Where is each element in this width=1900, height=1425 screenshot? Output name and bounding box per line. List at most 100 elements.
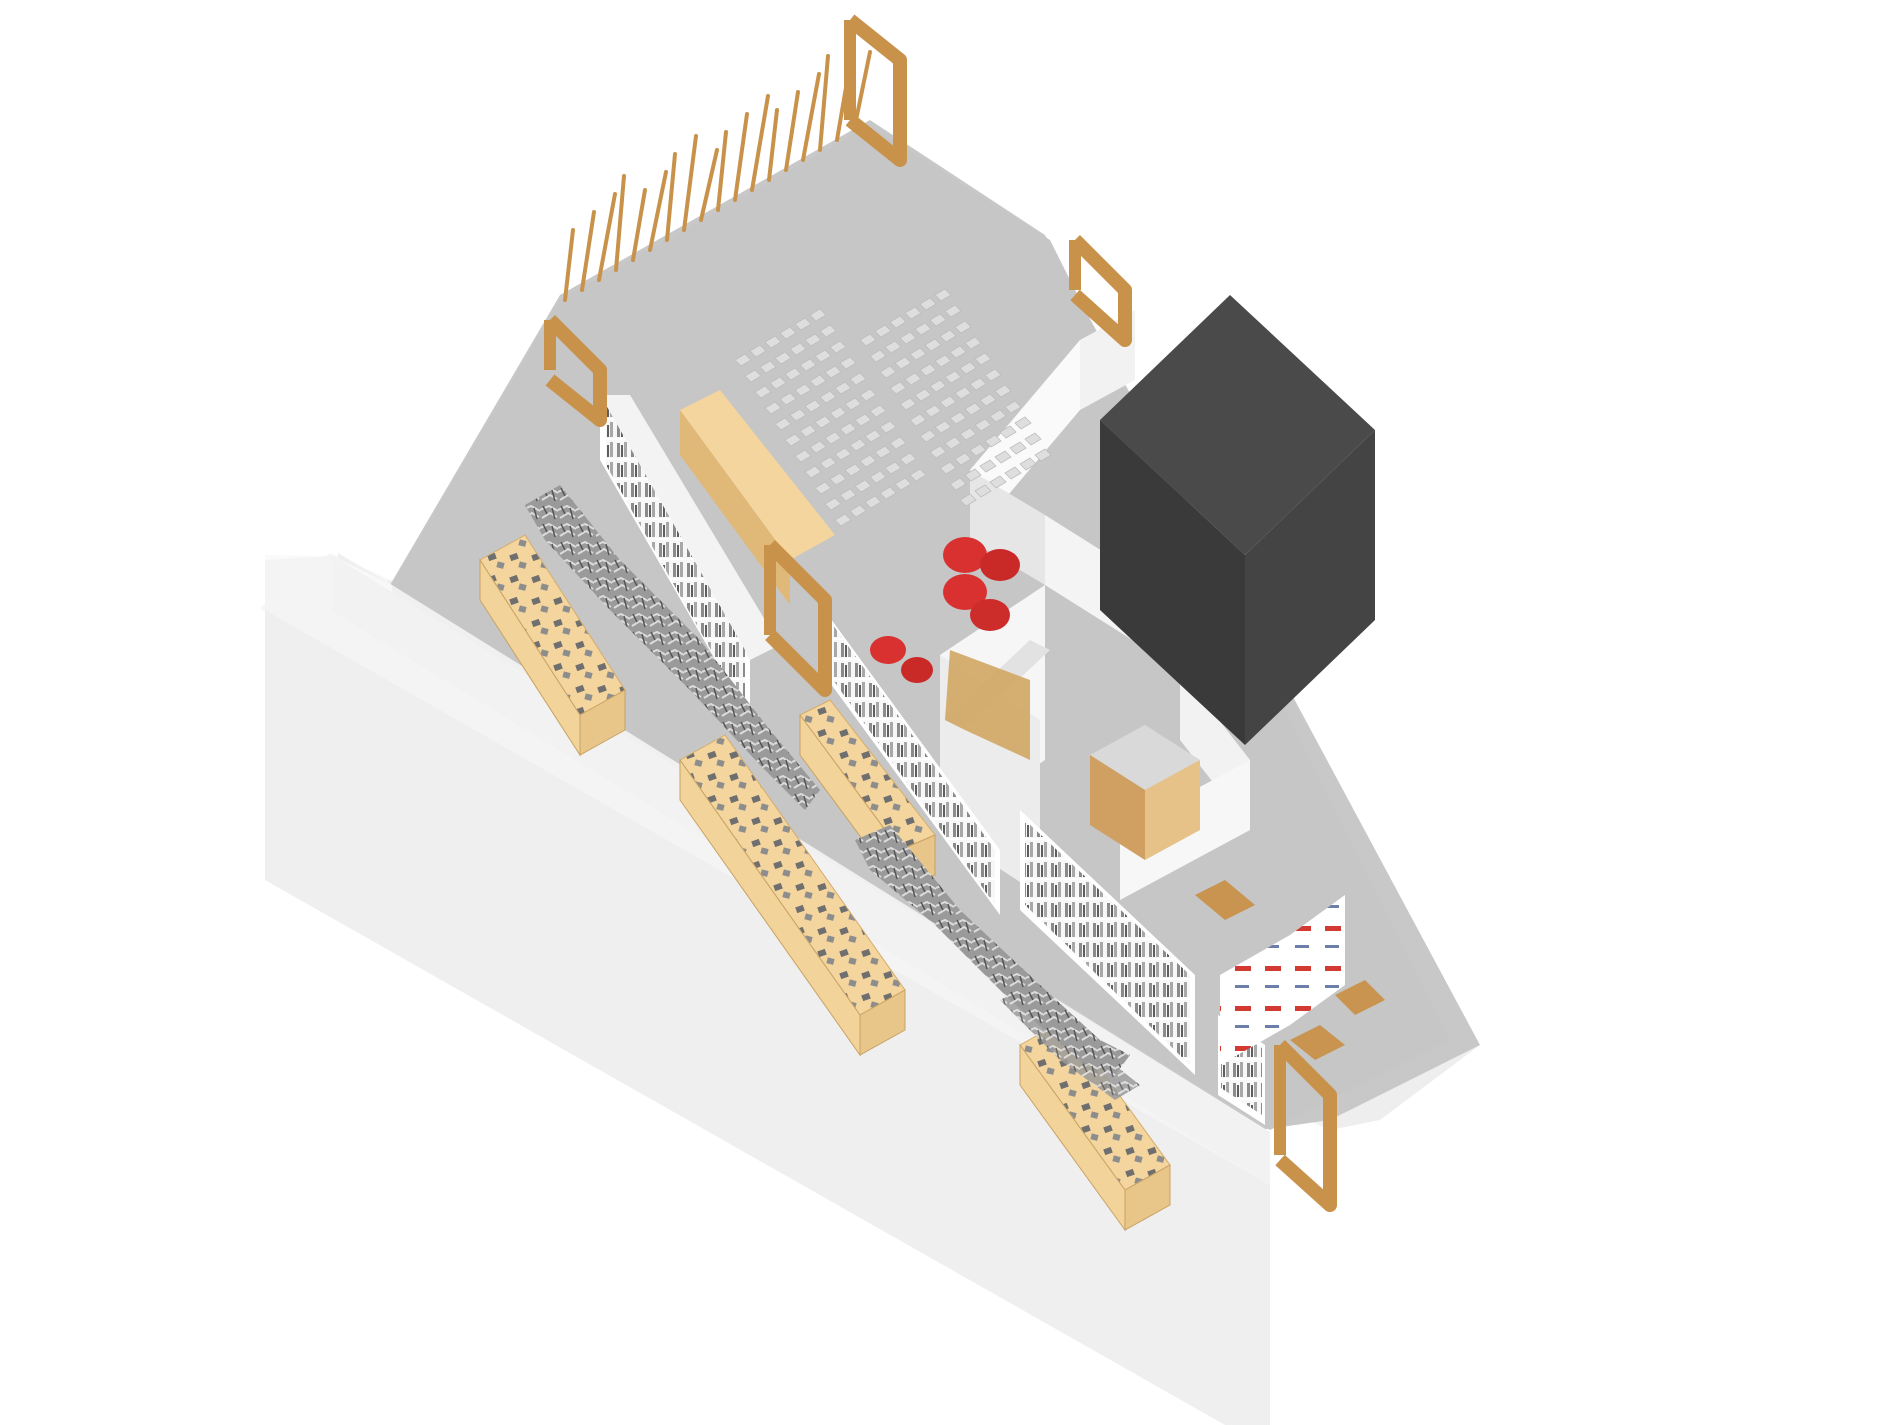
chair	[839, 488, 857, 502]
chair	[939, 329, 957, 343]
chair	[854, 413, 872, 427]
chair	[809, 308, 827, 322]
chair	[904, 306, 922, 320]
chair	[819, 390, 837, 404]
chair	[799, 424, 817, 438]
timber-slat	[801, 72, 821, 162]
display-table-front	[859, 989, 906, 1056]
chair	[829, 406, 847, 420]
cafe-table	[1290, 1025, 1345, 1060]
chair	[804, 333, 822, 347]
chair	[929, 313, 947, 327]
chair	[919, 429, 937, 443]
timber-slat	[580, 210, 596, 292]
chair	[889, 436, 907, 450]
chair	[924, 404, 942, 418]
chair	[944, 304, 962, 318]
chair	[909, 413, 927, 427]
timber-slat	[818, 54, 830, 152]
chair	[859, 388, 877, 402]
chair	[1024, 432, 1042, 446]
chair	[814, 349, 832, 363]
chair	[974, 484, 992, 498]
chair	[899, 331, 917, 345]
beanbag	[943, 574, 987, 610]
chair	[924, 338, 942, 352]
brand-wall	[1290, 895, 1345, 1025]
chair	[954, 452, 972, 466]
chair	[989, 475, 1007, 489]
chair	[914, 388, 932, 402]
chair	[824, 365, 842, 379]
chair	[994, 384, 1012, 398]
chair	[774, 351, 792, 365]
chair	[834, 447, 852, 461]
chair	[824, 497, 842, 511]
bookshelf-run-upper	[600, 395, 780, 720]
timber-slat	[614, 174, 626, 272]
chair	[1004, 466, 1022, 480]
chair	[764, 401, 782, 415]
brand-wall-side	[1220, 935, 1290, 1065]
chair	[944, 436, 962, 450]
chair	[834, 381, 852, 395]
chair	[859, 454, 877, 468]
chair	[1034, 448, 1052, 462]
chair	[934, 354, 952, 368]
chair	[929, 379, 947, 393]
timber-slat	[699, 148, 719, 222]
chair	[874, 445, 892, 459]
book-sculptures	[525, 485, 1140, 1100]
timber-slat	[767, 108, 779, 182]
timber-slat	[733, 112, 749, 202]
chair	[829, 472, 847, 486]
chair	[929, 445, 947, 459]
chair	[1004, 400, 1022, 414]
timber-slat	[665, 152, 677, 242]
chair	[884, 461, 902, 475]
chair	[954, 386, 972, 400]
chair	[964, 336, 982, 350]
chair	[759, 360, 777, 374]
beanbag	[980, 549, 1020, 581]
chair	[899, 397, 917, 411]
book-sculpture	[1000, 985, 1140, 1100]
chair	[744, 369, 762, 383]
chair	[969, 443, 987, 457]
beanbag	[870, 636, 906, 664]
chair	[949, 411, 967, 425]
beanbag	[970, 599, 1010, 631]
floor-main-diagonal	[392, 125, 1450, 1130]
chair	[794, 383, 812, 397]
chair	[794, 449, 812, 463]
chair	[839, 356, 857, 370]
chair	[819, 456, 837, 470]
chair	[949, 345, 967, 359]
chair	[884, 340, 902, 354]
chair	[934, 420, 952, 434]
chair	[839, 422, 857, 436]
chair	[944, 370, 962, 384]
chair	[749, 344, 767, 358]
storage-shelving	[945, 640, 1200, 860]
chair	[934, 288, 952, 302]
chair	[849, 438, 867, 452]
chair	[814, 481, 832, 495]
chair	[809, 374, 827, 388]
chair	[914, 322, 932, 336]
chair	[809, 440, 827, 454]
bookshelf-run-middle	[828, 615, 1000, 915]
chair	[764, 335, 782, 349]
book-sculpture	[855, 825, 1130, 1075]
chair	[824, 431, 842, 445]
chair	[834, 513, 852, 527]
chair	[919, 363, 937, 377]
display-table-front	[579, 689, 626, 756]
chair	[979, 459, 997, 473]
chair	[869, 349, 887, 363]
chair	[864, 429, 882, 443]
timber-structures	[544, 14, 1337, 1212]
timber-slat	[750, 94, 770, 192]
timber-slat	[682, 134, 698, 232]
chair	[989, 409, 1007, 423]
